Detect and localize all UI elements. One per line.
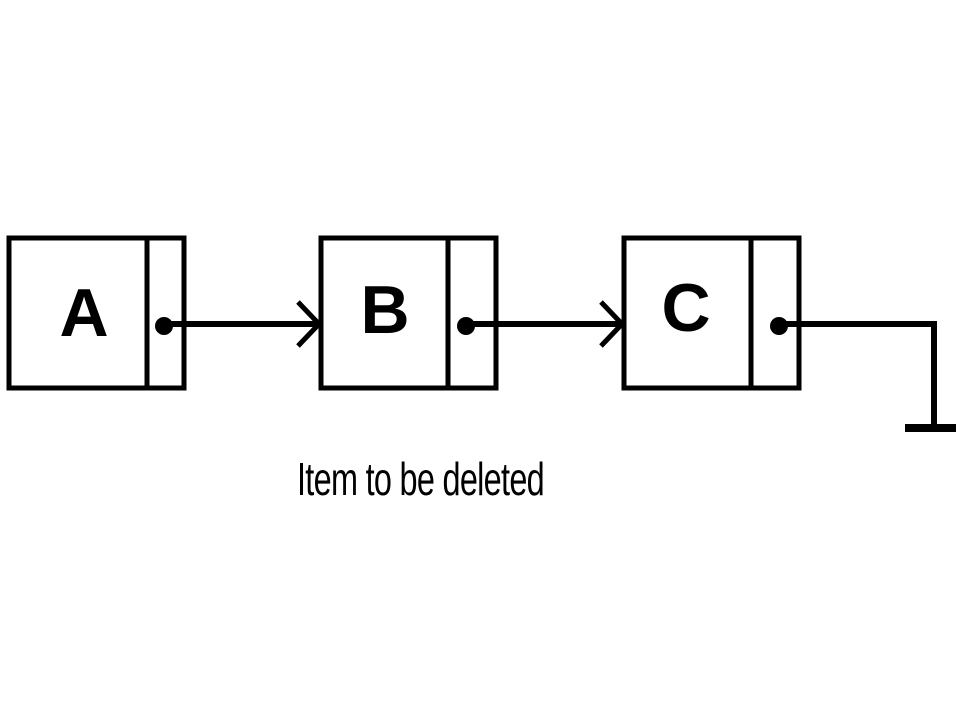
node-b-pointer-cell — [445, 235, 499, 391]
deleted-item-caption: Item to be deleted — [297, 453, 544, 505]
link-a-to-b — [166, 300, 323, 348]
node-b-data-cell — [318, 235, 451, 391]
node-b-label: B — [360, 272, 409, 348]
null-terminator — [781, 321, 956, 432]
node-c-label: C — [661, 270, 710, 346]
node-a-pointer-cell — [144, 235, 187, 391]
node-a: A — [6, 235, 187, 391]
node-b: B — [318, 235, 499, 391]
node-a-data-cell — [6, 235, 150, 391]
node-c: C — [621, 235, 802, 391]
node-c-pointer-cell — [748, 235, 802, 391]
node-c-data-cell — [621, 235, 754, 391]
node-a-label: A — [59, 275, 108, 351]
